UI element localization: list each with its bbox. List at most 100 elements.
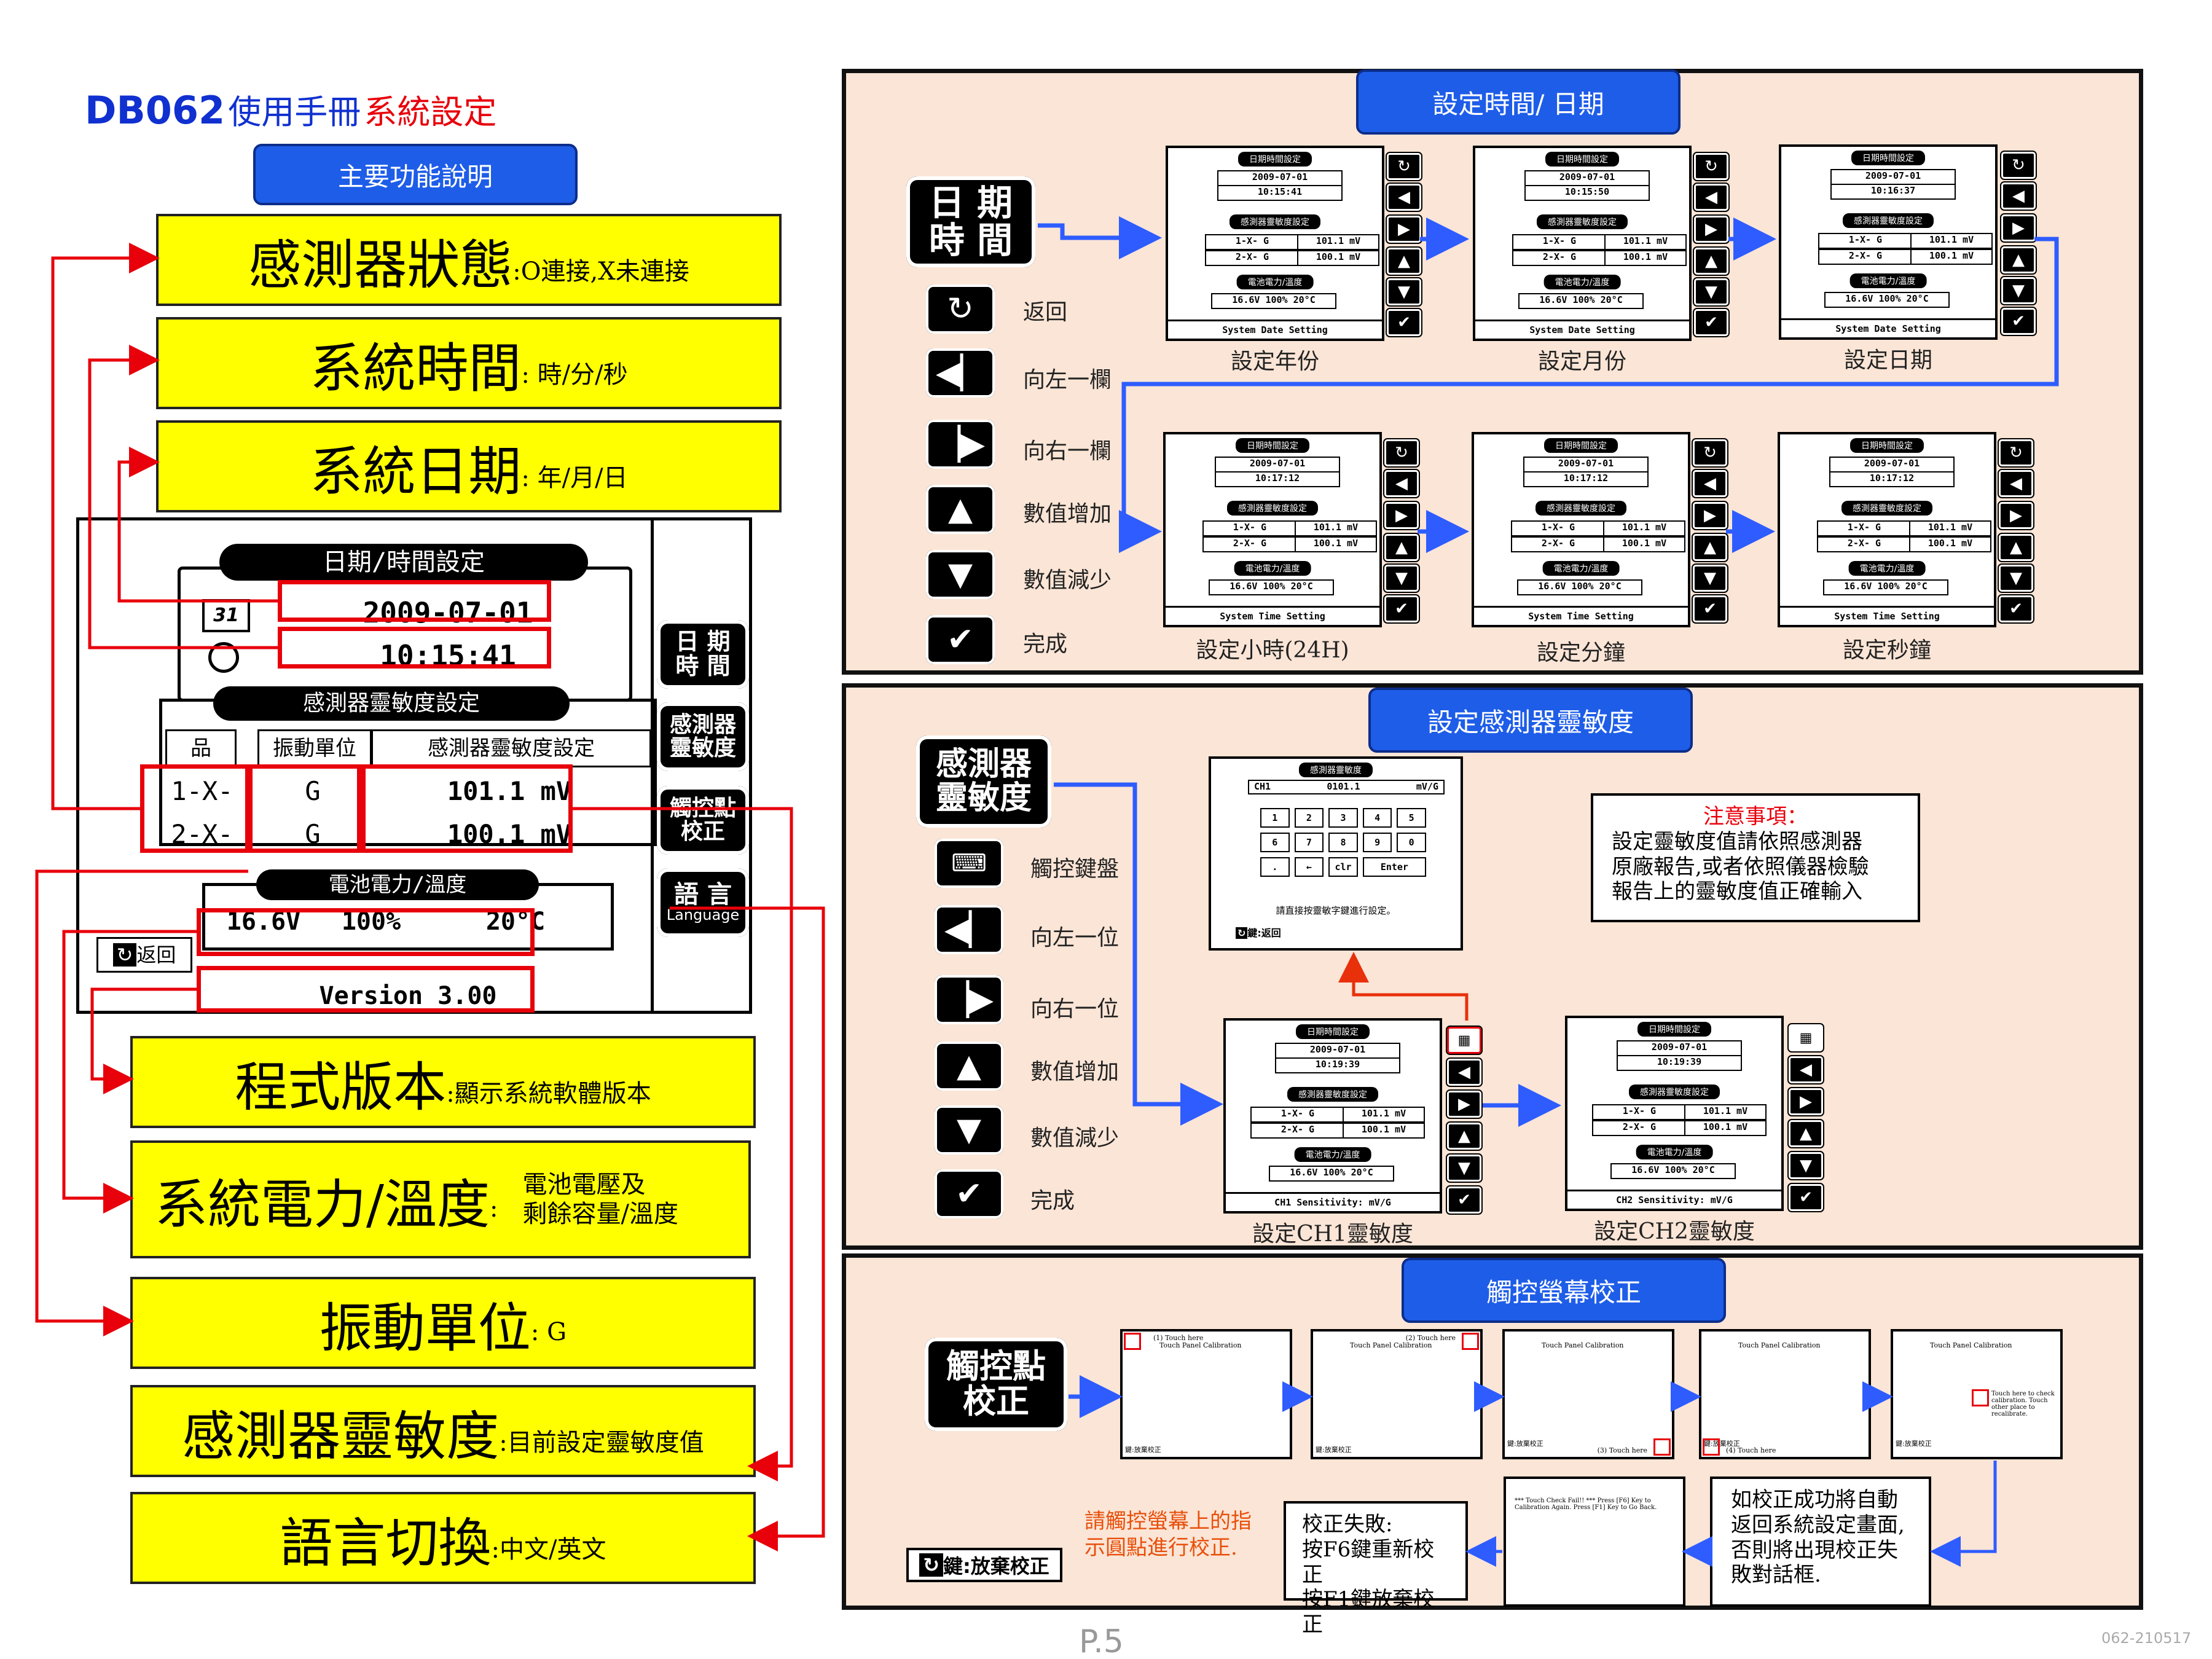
target-5-icon xyxy=(1972,1389,1989,1406)
key-0[interactable]: 0 xyxy=(1397,833,1426,852)
page-number: P.5 xyxy=(1079,1623,1124,1659)
panel1-title: 設定時間/ 日期 xyxy=(1356,69,1681,135)
cal-screen-5: Touch Panel Calibration Touch here to ch… xyxy=(1891,1329,2063,1459)
connector-lines xyxy=(35,243,825,1551)
row2-val: 100.1 mV xyxy=(447,819,572,849)
date-value[interactable]: 2009-07-01 xyxy=(363,596,533,629)
key-9[interactable]: 9 xyxy=(1362,833,1392,852)
p1-side-left-1: ◀ xyxy=(1386,182,1422,212)
side-btn-sensitivity[interactable]: 感測器 靈敏度 xyxy=(657,702,749,771)
key-backspace[interactable]: ← xyxy=(1294,857,1324,877)
p1-side-up-4: ▲ xyxy=(1383,533,1420,562)
side-btn-calibration[interactable]: 觸控點 校正 xyxy=(657,786,749,855)
p1-side-back-2: ↻ xyxy=(1693,152,1730,181)
row2-ch: 2-X- xyxy=(171,819,233,849)
panel1-right-icon: ▕▶ xyxy=(926,420,995,469)
fail-text-box: 校正失敗: 按F6鍵重新校正 按F1鍵放棄校正 xyxy=(1284,1501,1468,1637)
col-sens: 感測器靈敏度設定 xyxy=(371,729,651,767)
feature-sensitivity: 感測器靈敏度:目前設定靈敏度值 xyxy=(130,1385,756,1477)
target-1-icon xyxy=(1124,1333,1141,1350)
p1-side-done-4: ✔ xyxy=(1383,594,1420,624)
panel2-sensitivity-button[interactable]: 感測器 靈敏度 xyxy=(916,735,1051,828)
key-dot[interactable]: . xyxy=(1260,857,1290,877)
mini-screen-year: 日期時間設定 2009-07-01 10:15:41 感測器靈敏度設定 1-X-… xyxy=(1166,146,1384,341)
p1-side-down-6: ▼ xyxy=(1998,563,2034,593)
highlight-sensitivity xyxy=(361,764,573,853)
page-title: DB062 使用手冊 系統設定 xyxy=(85,85,496,133)
cal-instruction: 請觸控螢幕上的指示圓點進行校正. xyxy=(1084,1509,1252,1560)
panel3-calibration-button[interactable]: 觸控點 校正 xyxy=(925,1338,1067,1431)
panel-sensitivity: 設定感測器靈敏度 感測器 靈敏度 ⌨ 觸控鍵盤 ◀▏ 向左一位 ▕▶ 向右一位 … xyxy=(842,683,2143,1250)
p1-side-left-2: ◀ xyxy=(1693,182,1730,212)
p1-side-left-6: ◀ xyxy=(1998,469,2034,498)
key-6[interactable]: 6 xyxy=(1260,833,1290,852)
key-7[interactable]: 7 xyxy=(1294,833,1324,852)
p1-side-up-5: ▲ xyxy=(1692,533,1728,562)
key-clear[interactable]: clr xyxy=(1328,857,1358,877)
feature-power-temp: 系統電力/溫度: 電池電壓及 剩餘容量/溫度 xyxy=(130,1140,751,1258)
p2-side-left-1: ◀ xyxy=(1446,1057,1483,1087)
p1-side-back-5: ↻ xyxy=(1692,438,1728,468)
side-btn-datetime[interactable]: 日 期 時 間 xyxy=(657,620,749,689)
p1-side-right-3: ▶ xyxy=(2000,213,2037,243)
abort-calibration-button[interactable]: ↻鍵:放棄校正 xyxy=(906,1548,1062,1582)
panel3-title: 觸控螢幕校正 xyxy=(1402,1258,1726,1323)
side-btn-language[interactable]: 語 言 Language xyxy=(657,868,749,937)
success-text-box: 如校正成功將自動返回系統設定畫面,否則將出現校正失敗對話框. xyxy=(1710,1477,1931,1607)
p2-side-keyboard-2: ▦ xyxy=(1787,1023,1824,1053)
p1-side-done-3: ✔ xyxy=(2000,307,2037,336)
target-3-icon xyxy=(1653,1438,1671,1456)
p1-side-left-3: ◀ xyxy=(2000,181,2037,211)
panel2-done-icon: ✔ xyxy=(935,1169,1003,1218)
return-icon: ↻ xyxy=(112,943,137,967)
key-4[interactable]: 4 xyxy=(1362,808,1392,828)
highlight-date xyxy=(278,580,551,622)
highlight-time xyxy=(278,627,551,669)
key-enter[interactable]: Enter xyxy=(1362,857,1426,877)
p1-side-down-2: ▼ xyxy=(1693,277,1730,307)
row2-unit: G xyxy=(305,819,321,849)
p1-side-back-4: ↻ xyxy=(1383,438,1420,468)
p2-side-right-1: ▶ xyxy=(1446,1089,1483,1119)
feature-vibration-unit: 振動單位: G xyxy=(130,1277,756,1369)
version-value: Version 3.00 xyxy=(319,982,497,1010)
panel1-datetime-button[interactable]: 日 期 時 間 xyxy=(906,176,1035,267)
feature-language: 語言切換:中文/英文 xyxy=(130,1492,756,1584)
p2-side-left-2: ◀ xyxy=(1787,1055,1824,1084)
panel1-back-icon: ↻ xyxy=(926,284,995,334)
p2-side-keyboard-1: ▦ xyxy=(1446,1026,1483,1055)
p1-side-down-4: ▼ xyxy=(1383,563,1420,593)
panel2-down-icon: ▼ xyxy=(935,1105,1003,1155)
panel2-right-icon: ▕▶ xyxy=(935,975,1003,1024)
target-4-icon xyxy=(1703,1438,1720,1456)
key-5[interactable]: 5 xyxy=(1397,808,1426,828)
main-function-button[interactable]: 主要功能說明 xyxy=(253,144,578,205)
title-code: DB062 xyxy=(85,88,226,133)
p1-side-done-6: ✔ xyxy=(1998,594,2034,624)
p1-side-down-1: ▼ xyxy=(1386,277,1422,307)
p1-side-right-6: ▶ xyxy=(1998,501,2034,530)
sens-header: 感測器靈敏度設定 xyxy=(213,686,570,721)
p2-side-done-2: ✔ xyxy=(1787,1183,1824,1212)
key-1[interactable]: 1 xyxy=(1260,808,1290,828)
panel2-title: 設定感測器靈敏度 xyxy=(1368,688,1693,753)
feature-system-time: 系統時間: 時/分/秒 xyxy=(156,317,782,409)
fail-screen: *** Touch Check Fail!! *** Press [F6] Ke… xyxy=(1504,1477,1685,1607)
p1-side-up-3: ▲ xyxy=(2000,245,2037,275)
panel-calibration: 觸控螢幕校正 觸控點 校正 (1) Touch here Touch Panel… xyxy=(842,1253,2143,1637)
highlight-channels xyxy=(140,764,249,853)
p1-side-right-4: ▶ xyxy=(1383,501,1420,530)
mini-screen-minute: 日期時間設定 2009-07-01 10:17:12 感測器靈敏度設定 1-X-… xyxy=(1472,432,1690,627)
feature-sensor-status: 感測器狀態:O連接,X未連接 xyxy=(156,214,782,306)
title-manual: 使用手冊 xyxy=(228,93,361,131)
key-3[interactable]: 3 xyxy=(1328,808,1358,828)
key-2[interactable]: 2 xyxy=(1294,808,1324,828)
p1-side-down-5: ▼ xyxy=(1692,563,1728,593)
back-button[interactable]: ↻返回 xyxy=(96,937,192,973)
row1-ch: 1-X- xyxy=(171,776,233,806)
keypad-back[interactable]: ↻鍵:返回 xyxy=(1236,925,1281,939)
key-8[interactable]: 8 xyxy=(1328,833,1358,852)
panel1-flow-arrows xyxy=(1038,216,2059,553)
